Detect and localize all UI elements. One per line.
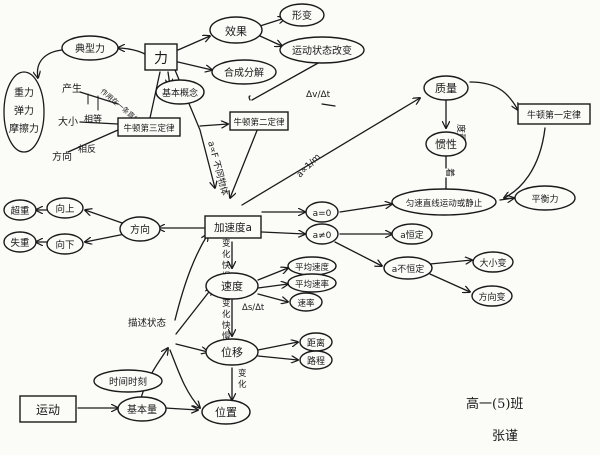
downward-ellipse bbox=[46, 233, 84, 255]
speed-label: 速率 bbox=[297, 298, 315, 309]
force-box bbox=[144, 43, 178, 71]
composition-label: 合成分解 bbox=[224, 66, 264, 79]
deformation-ellipse bbox=[279, 3, 325, 27]
direction-change-label: 方向变 bbox=[478, 291, 505, 303]
velocity-label: 速度 bbox=[221, 279, 243, 293]
acceleration-box bbox=[204, 215, 262, 239]
upward-ellipse bbox=[46, 197, 84, 219]
balanced-force-label: 平衡力 bbox=[531, 193, 558, 205]
motion-state-ellipse bbox=[279, 36, 365, 64]
displacement-label: 位移 bbox=[221, 345, 243, 359]
inertia-ellipse bbox=[425, 131, 467, 157]
downward-label: 向下 bbox=[55, 239, 74, 251]
a-prop-m-label: a∝1/m bbox=[295, 152, 323, 180]
produce-label: 产生 bbox=[62, 82, 82, 95]
elastic-force-label: 弹力 bbox=[14, 104, 34, 117]
a-constant-ellipse bbox=[391, 223, 433, 245]
path-length-ellipse bbox=[299, 350, 333, 370]
mass-label: 质量 bbox=[435, 82, 457, 95]
delta-v-label: Δv/Δt bbox=[306, 90, 331, 100]
magnitude-change-label: 大小变 bbox=[479, 257, 506, 269]
path-length-label: 路程 bbox=[307, 355, 325, 367]
acceleration-label: 加速度a bbox=[214, 221, 252, 234]
typical-force-label: 典型力 bbox=[75, 42, 105, 55]
inertia-label: 惯性 bbox=[435, 137, 457, 151]
velocity-ellipse bbox=[205, 272, 259, 300]
time-moment-ellipse bbox=[93, 369, 163, 393]
author-label: 张谨 bbox=[492, 429, 518, 444]
position-ellipse bbox=[201, 399, 251, 425]
effect-label: 效果 bbox=[225, 24, 247, 38]
speed-ellipse bbox=[289, 292, 323, 312]
basic-quantity-label: 基本量 bbox=[127, 403, 157, 416]
change-label: 变化 bbox=[238, 368, 247, 390]
direction-label: 方向 bbox=[130, 223, 150, 236]
motion-box bbox=[19, 395, 77, 423]
newton-second-law-label: 牛顿第二定律 bbox=[233, 117, 285, 128]
uniform-motion-ellipse bbox=[391, 188, 497, 216]
uniform-motion-label: 匀速直线运动或静止 bbox=[406, 198, 483, 209]
motion-label: 运动 bbox=[36, 403, 60, 417]
basic-concept-ellipse bbox=[155, 79, 205, 105]
balanced-force-ellipse bbox=[514, 185, 576, 211]
motion-state-label: 运动状态改变 bbox=[292, 44, 352, 57]
friction-label: 摩擦力 bbox=[9, 122, 39, 135]
magnitude-left-label: 大小 bbox=[58, 115, 78, 128]
mass-ellipse bbox=[423, 75, 469, 101]
distance-label: 距离 bbox=[307, 337, 325, 349]
describe-state-label: 描述状态 bbox=[128, 317, 167, 329]
weightless-label: 失重 bbox=[10, 237, 30, 249]
upward-label: 向上 bbox=[55, 203, 75, 215]
average-speed-ellipse bbox=[287, 273, 337, 293]
class-label: 高一(5)班 bbox=[466, 396, 523, 412]
overweight-ellipse bbox=[3, 199, 37, 221]
newton-third-law-box bbox=[117, 117, 181, 137]
newton-first-law-box bbox=[517, 103, 591, 125]
a-nonzero-label: a≠0 bbox=[313, 231, 332, 241]
newton-third-law-label: 牛顿第三定律 bbox=[123, 123, 175, 134]
composition-ellipse bbox=[211, 59, 277, 85]
newton-first-law-label: 牛顿第一定律 bbox=[527, 109, 581, 121]
a-nonzero-ellipse bbox=[305, 223, 339, 245]
weightless-ellipse bbox=[3, 231, 37, 253]
force-label: 力 bbox=[154, 51, 168, 67]
rate-of-change-2: 变化快慢 bbox=[222, 298, 231, 342]
newton-second-law-box bbox=[229, 111, 289, 131]
average-velocity-label: 平均速度 bbox=[295, 262, 330, 273]
direction-left-label: 方向 bbox=[52, 150, 72, 163]
direction-ellipse bbox=[119, 216, 161, 242]
a-constant-label: a恒定 bbox=[400, 229, 424, 241]
effect-ellipse bbox=[209, 16, 263, 44]
keep-label: 着 bbox=[444, 168, 456, 177]
a-zero-label: a=0 bbox=[313, 209, 332, 219]
average-speed-label: 平均速率 bbox=[295, 279, 330, 290]
gravity-label: 重力 bbox=[14, 86, 34, 99]
basic-quantity-ellipse bbox=[117, 396, 167, 422]
a-nonconstant-label: a不恒定 bbox=[392, 263, 425, 275]
displacement-ellipse bbox=[205, 338, 259, 366]
magnitude-change-ellipse bbox=[472, 251, 514, 273]
overweight-label: 超重 bbox=[10, 205, 30, 217]
time-moment-label: 时间时刻 bbox=[109, 376, 147, 388]
a-zero-ellipse bbox=[305, 201, 339, 223]
deformation-label: 形变 bbox=[292, 9, 312, 22]
equal-label: 相等 bbox=[84, 113, 102, 125]
delta-s-label: Δs/Δt bbox=[242, 303, 265, 313]
direction-change-ellipse bbox=[471, 285, 513, 307]
basic-concept-label: 基本概念 bbox=[162, 87, 198, 99]
position-label: 位置 bbox=[215, 405, 237, 419]
a-prop-f-label: a∝F 不同物体 bbox=[205, 140, 231, 197]
opposite-label: 相反 bbox=[78, 143, 96, 155]
a-nonconstant-ellipse bbox=[383, 256, 433, 280]
typical-force-ellipse bbox=[61, 35, 119, 61]
force-types-ellipse bbox=[3, 71, 45, 153]
